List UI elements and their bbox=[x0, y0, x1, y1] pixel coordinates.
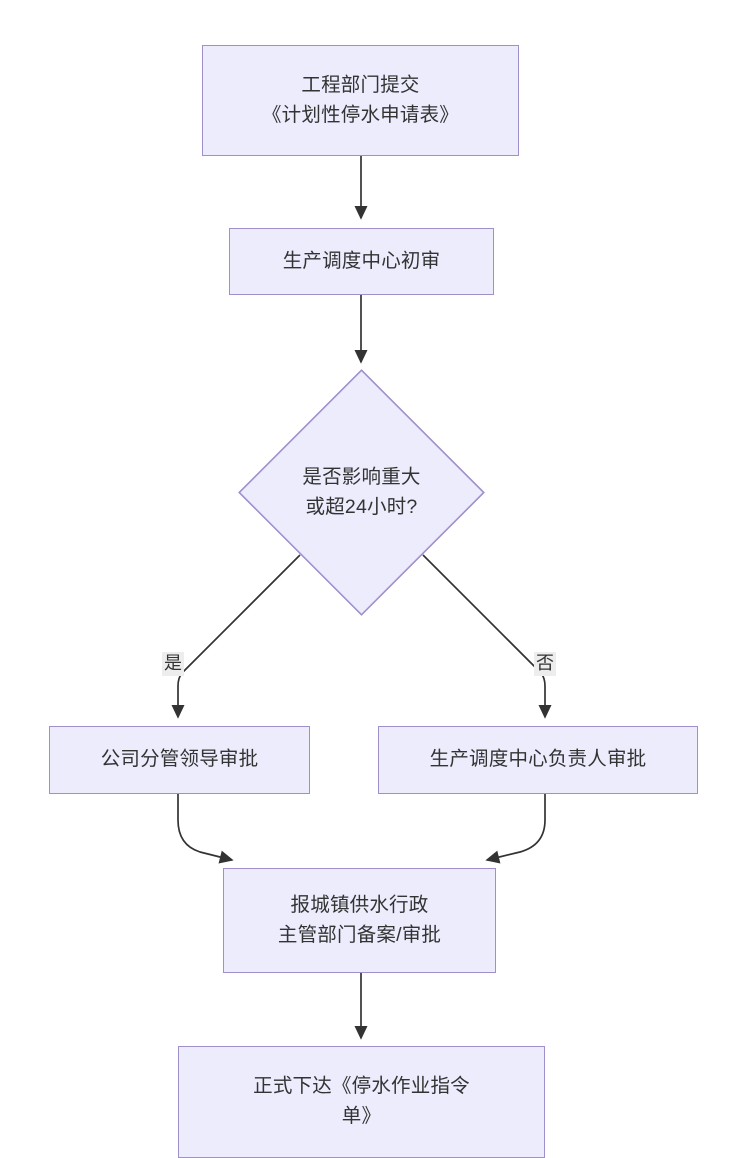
node-label: 正式下达《停水作业指令 单》 bbox=[253, 1075, 470, 1127]
edge-label-text: 否 bbox=[536, 653, 554, 673]
edge-n4-n6 bbox=[177, 794, 234, 864]
node-label: 公司分管领导审批 bbox=[100, 748, 259, 771]
edge-label-yes: 是 bbox=[162, 652, 184, 676]
edge-label-text: 是 bbox=[164, 653, 182, 673]
node-label: 报城镇供水行政 主管部门备案/审批 bbox=[277, 893, 442, 946]
node-dispatch-center-initial-review[interactable]: 生产调度中心初审 bbox=[229, 228, 494, 295]
node-decision-major-impact[interactable]: 是否影响重大 或超24小时? bbox=[238, 369, 485, 616]
node-label: 工程部门提交 《计划性停水申请表》 bbox=[261, 73, 459, 126]
node-report-to-authority[interactable]: 报城镇供水行政 主管部门备案/审批 bbox=[223, 868, 496, 973]
node-label: 是否影响重大 或超24小时? bbox=[302, 465, 421, 518]
node-label: 生产调度中心初审 bbox=[282, 249, 441, 272]
edge-n5-n6 bbox=[485, 794, 546, 864]
node-submit-application[interactable]: 工程部门提交 《计划性停水申请表》 bbox=[202, 45, 519, 156]
node-issue-shutdown-order[interactable]: 正式下达《停水作业指令 单》 bbox=[178, 1046, 545, 1158]
node-dispatch-center-head-approval[interactable]: 生产调度中心负责人审批 bbox=[378, 726, 698, 794]
diamond-shape bbox=[238, 369, 485, 616]
node-label: 生产调度中心负责人审批 bbox=[429, 748, 647, 771]
edge-label-no: 否 bbox=[534, 652, 556, 676]
node-company-leader-approval[interactable]: 公司分管领导审批 bbox=[49, 726, 310, 794]
